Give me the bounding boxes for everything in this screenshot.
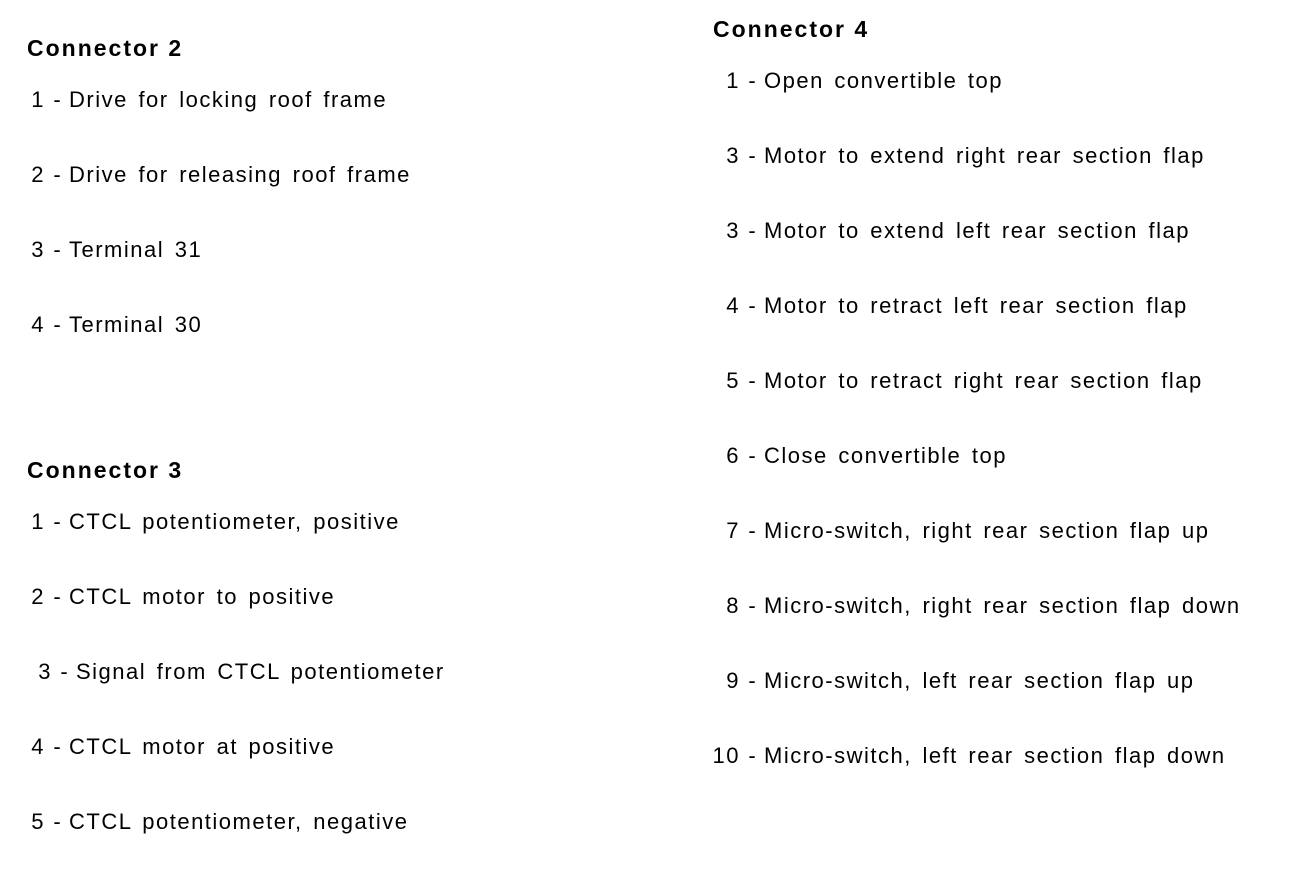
- pin-list-item: 1 - Drive for locking roof frame: [17, 89, 411, 111]
- pin-list-item: 5 - Motor to retract right rear section …: [712, 370, 1241, 392]
- pin-separator: -: [53, 237, 61, 262]
- pin-number: 4: [726, 293, 740, 318]
- pin-list-item: 9 - Micro-switch, left rear section flap…: [712, 670, 1241, 692]
- pin-list-item: 3 - Terminal 31: [17, 239, 411, 261]
- pin-number: 7: [726, 518, 740, 543]
- connector-4-pin-list: 1 - Open convertible top 3 - Motor to ex…: [712, 70, 1241, 767]
- pin-label: CTCL potentiometer, negative: [69, 809, 409, 834]
- pin-separator: -: [53, 584, 61, 609]
- connector-2-pin-list: 1 - Drive for locking roof frame 2 - Dri…: [17, 89, 411, 336]
- pin-separator: -: [53, 509, 61, 534]
- pin-label: Motor to retract left rear section flap: [764, 293, 1188, 318]
- pin-separator: -: [748, 68, 756, 93]
- connector-4-heading: Connector 4: [713, 16, 870, 42]
- pin-number: 4: [31, 734, 45, 759]
- pin-separator: -: [748, 293, 756, 318]
- pin-separator: -: [748, 593, 756, 618]
- pin-separator: -: [748, 368, 756, 393]
- pin-number: 3: [726, 218, 740, 243]
- pin-separator: -: [748, 668, 756, 693]
- pin-list-item: 7 - Micro-switch, right rear section fla…: [712, 520, 1241, 542]
- pin-label: Drive for releasing roof frame: [69, 162, 411, 187]
- connector-3-section: Connector 3 1 - CTCL potentiometer, posi…: [17, 458, 445, 886]
- connector-3-pin-list: 1 - CTCL potentiometer, positive 2 - CTC…: [17, 511, 445, 833]
- pin-number: 10: [712, 743, 740, 768]
- pin-list-item: 4 - Motor to retract left rear section f…: [712, 295, 1241, 317]
- pin-separator: -: [53, 162, 61, 187]
- pin-list-item: 1 - Open convertible top: [712, 70, 1241, 92]
- pin-number: 8: [726, 593, 740, 618]
- pin-label: Motor to extend left rear section flap: [764, 218, 1190, 243]
- pin-label: Micro-switch, left rear section flap up: [764, 668, 1195, 693]
- pin-number: 6: [726, 443, 740, 468]
- pin-list-item: 5 - CTCL potentiometer, negative: [17, 811, 445, 833]
- pin-separator: -: [748, 518, 756, 543]
- connector-3-heading: Connector 3: [27, 457, 184, 483]
- pin-number: 1: [31, 87, 45, 112]
- pin-separator: -: [53, 87, 61, 112]
- pin-label: Micro-switch, left rear section flap dow…: [764, 743, 1226, 768]
- pin-label: Close convertible top: [764, 443, 1007, 468]
- pin-number: 2: [31, 584, 45, 609]
- pin-label: Motor to extend right rear section flap: [764, 143, 1205, 168]
- pin-number: 3: [38, 659, 52, 684]
- pin-number: 4: [31, 312, 45, 337]
- pin-label: Signal from CTCL potentiometer: [76, 659, 445, 684]
- pin-number: 1: [31, 509, 45, 534]
- pin-separator: -: [53, 312, 61, 337]
- pin-label: CTCL motor to positive: [69, 584, 336, 609]
- pin-list-item: 8 - Micro-switch, right rear section fla…: [712, 595, 1241, 617]
- pin-label: CTCL motor at positive: [69, 734, 336, 759]
- pin-separator: -: [53, 734, 61, 759]
- pin-label: CTCL potentiometer, positive: [69, 509, 400, 534]
- pin-label: Open convertible top: [764, 68, 1004, 93]
- pin-list-item: 2 - Drive for releasing roof frame: [17, 164, 411, 186]
- pin-label: Drive for locking roof frame: [69, 87, 388, 112]
- pin-number: 9: [726, 668, 740, 693]
- pin-separator: -: [748, 743, 756, 768]
- connector-2-section: Connector 2 1 - Drive for locking roof f…: [17, 36, 411, 389]
- pin-label: Motor to retract right rear section flap: [764, 368, 1203, 393]
- pin-number: 2: [31, 162, 45, 187]
- pin-list-item: 10 - Micro-switch, left rear section fla…: [712, 745, 1241, 767]
- pin-list-item: 3 - Signal from CTCL potentiometer: [24, 661, 445, 683]
- pin-list-item: 3 - Motor to extend left rear section fl…: [712, 220, 1241, 242]
- pin-number: 5: [31, 809, 45, 834]
- pin-label: Micro-switch, right rear section flap do…: [764, 593, 1241, 618]
- pin-separator: -: [748, 443, 756, 468]
- pin-label: Terminal 31: [69, 237, 203, 262]
- pin-list-item: 4 - Terminal 30: [17, 314, 411, 336]
- pin-label: Micro-switch, right rear section flap up: [764, 518, 1210, 543]
- pin-number: 5: [726, 368, 740, 393]
- pin-separator: -: [53, 809, 61, 834]
- pin-list-item: 3 - Motor to extend right rear section f…: [712, 145, 1241, 167]
- pin-list-item: 1 - CTCL potentiometer, positive: [17, 511, 445, 533]
- pin-label: Terminal 30: [69, 312, 203, 337]
- pin-list-item: 6 - Close convertible top: [712, 445, 1241, 467]
- pin-separator: -: [60, 659, 68, 684]
- pin-number: 3: [726, 143, 740, 168]
- connector-2-heading: Connector 2: [27, 35, 184, 61]
- pin-separator: -: [748, 143, 756, 168]
- pin-list-item: 2 - CTCL motor to positive: [17, 586, 445, 608]
- pin-separator: -: [748, 218, 756, 243]
- pin-list-item: 4 - CTCL motor at positive: [17, 736, 445, 758]
- connector-4-section: Connector 4 1 - Open convertible top 3 -…: [712, 17, 1241, 820]
- pin-number: 1: [726, 68, 740, 93]
- pin-number: 3: [31, 237, 45, 262]
